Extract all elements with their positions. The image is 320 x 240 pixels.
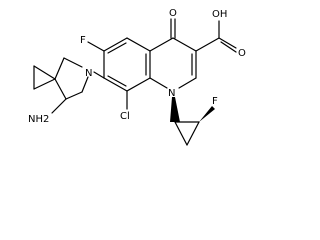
bond-c4-c3 xyxy=(172,37,197,52)
bonds-layer xyxy=(33,18,237,146)
bond-cyclopropyl-fluoro-wedge xyxy=(199,106,215,122)
bond-c5-c6 xyxy=(103,37,128,52)
bond-c2-n1 xyxy=(178,77,197,89)
bond-ch-amine xyxy=(51,98,67,114)
atom-label-acid-o: O xyxy=(238,48,246,59)
bond-c7-c8 xyxy=(103,77,128,92)
bond-c7-c8-double xyxy=(107,75,127,87)
atom-label-amine: NH2 xyxy=(28,114,49,125)
bond-cooh-o xyxy=(218,37,237,49)
bond-ch2-spiro xyxy=(54,57,65,80)
bond-c8-c8a xyxy=(126,77,151,92)
bond-cnh-ch2-bottom xyxy=(65,91,83,100)
bond-cp-a-c xyxy=(174,121,188,146)
atom-labels-layer: F O OH O N N Cl NH2 F xyxy=(28,8,246,125)
bond-n1-c8a xyxy=(149,77,168,89)
bond-c4a-c4 xyxy=(149,37,174,52)
molecule-structure-diagram: F O OH O N N Cl NH2 F xyxy=(28,8,246,146)
bond-spiro-cnh xyxy=(54,78,67,100)
bond-c7-pyrrolidine-n xyxy=(93,71,105,79)
bond-ch2-bottom-n xyxy=(81,76,89,93)
bond-cp-b-c xyxy=(186,121,200,146)
bond-c3-cooh xyxy=(195,37,220,52)
atom-label-acid-oh: OH xyxy=(212,9,227,20)
bond-c6-fluoro xyxy=(87,41,105,52)
bond-spiro-cp1 xyxy=(33,65,56,80)
bond-n-ch2-top xyxy=(63,57,83,68)
atom-label-ring-n: N xyxy=(168,88,175,99)
atom-label-fluoro-quinolone: F xyxy=(80,35,86,46)
atom-label-pyrrolidine-n: N xyxy=(85,68,92,79)
atom-label-chloro: Cl xyxy=(120,111,130,122)
bond-c4a-c5 xyxy=(126,37,151,52)
bond-c5-c6-double xyxy=(107,42,127,54)
atom-label-fluoro-cyclopropyl: F xyxy=(212,96,218,107)
atom-label-oxo: O xyxy=(169,8,177,19)
bond-n1-cyclopropyl-wedge xyxy=(170,97,180,122)
bond-spiro-cp2 xyxy=(33,78,56,90)
bond-cooh-o-double xyxy=(220,41,237,53)
